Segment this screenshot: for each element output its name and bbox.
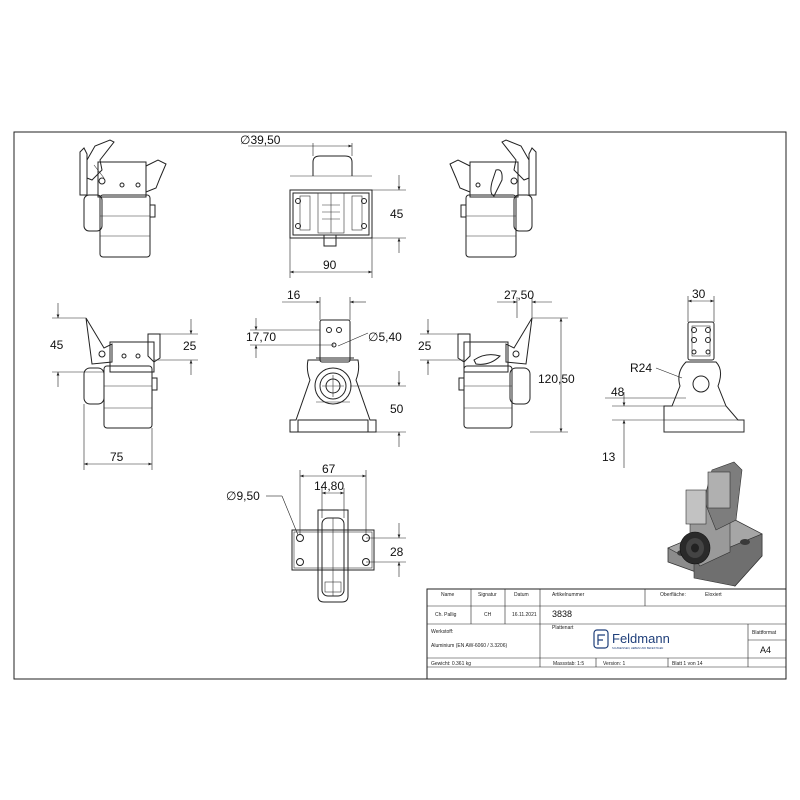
dim-front-50: 50 <box>390 402 404 416</box>
view-side-left-top <box>79 139 167 258</box>
dim-end-30: 30 <box>692 287 706 301</box>
dim-front-dia540: ∅5,40 <box>368 330 402 344</box>
dim-top-height: 45 <box>390 207 404 221</box>
tb-h-oberflaeche: Oberfläche: <box>660 592 686 598</box>
view-top <box>289 155 373 247</box>
tb-signatur: CH <box>484 612 492 618</box>
dim-right-2750: 27,50 <box>504 288 534 302</box>
dims-left-middle: 45 25 75 <box>50 303 198 470</box>
logo-tagline: SCHWEISSEN, HEBEN UND BEFESTIGEN <box>612 646 663 650</box>
tb-blattformat: A4 <box>760 645 771 655</box>
tb-blatt: Blatt 1 von 14 <box>672 661 703 667</box>
dim-top-width: 90 <box>323 258 337 272</box>
dim-bottom-67: 67 <box>322 462 336 476</box>
dim-bottom-1480: 14,80 <box>314 479 344 493</box>
dim-end-13: 13 <box>602 450 616 464</box>
view-side-right-middle <box>457 317 533 429</box>
tb-h-datum: Datum <box>514 592 529 598</box>
tb-h-plattenart: Plattenart <box>552 625 574 631</box>
tb-version: Version: 1 <box>603 661 625 667</box>
feldmann-logo: Feldmann SCHWEISSEN, HEBEN UND BEFESTIGE… <box>593 629 670 650</box>
tb-h-werkstoff: Werkstoff: <box>431 629 453 635</box>
dims-bottom: 67 14,80 ∅9,50 28 <box>226 462 406 577</box>
tb-datum: 16.11.2021 <box>512 612 537 618</box>
tb-h-artikel: Artikelnummer <box>552 592 585 598</box>
view-front <box>289 319 377 433</box>
dim-right-25: 25 <box>418 339 432 353</box>
dim-left-75: 75 <box>110 450 124 464</box>
tb-gewicht: Gewicht: 0.361 kg <box>431 661 471 667</box>
tb-h-name: Name <box>441 592 455 598</box>
view-side-left-middle <box>83 317 161 429</box>
tb-h-signatur: Signatur <box>478 592 497 598</box>
dims-top: ∅39,50 45 90 <box>240 133 406 278</box>
dim-end-r24: R24 <box>630 361 652 375</box>
drawing-frame <box>13 131 787 680</box>
tb-massstab: Massstab: 1:5 <box>553 661 584 667</box>
tb-artikelnummer: 3838 <box>552 609 572 619</box>
logo-text: Feldmann <box>612 631 670 646</box>
dims-end: 30 R24 48 13 <box>602 287 715 468</box>
dim-front-1770: 17,70 <box>246 330 276 344</box>
dim-left-25: 25 <box>183 339 197 353</box>
dim-left-45: 45 <box>50 338 64 352</box>
view-bottom <box>291 509 375 603</box>
dim-end-48: 48 <box>611 385 625 399</box>
title-block: Name Signatur Datum Artikelnummer Oberfl… <box>426 588 787 680</box>
dim-bottom-28: 28 <box>390 545 404 559</box>
tb-werkstoff: Aluminium (EN AW-6060 / 3.3206) <box>431 643 507 649</box>
tb-h-blattformat: Blattformat <box>752 630 777 636</box>
dims-right-middle: 27,50 25 120,50 <box>418 288 575 433</box>
dim-right-12050: 120,50 <box>538 372 575 386</box>
dim-top-diameter: ∅39,50 <box>240 133 281 147</box>
view-isometric <box>667 461 763 587</box>
tb-oberflaeche: Eloxiert <box>705 592 722 598</box>
view-side-right-top <box>449 139 537 258</box>
dim-front-16: 16 <box>287 288 301 302</box>
dim-bottom-dia950: ∅9,50 <box>226 489 260 503</box>
dims-front: 16 17,70 ∅5,40 50 <box>246 288 406 447</box>
view-end <box>663 321 745 433</box>
tb-name: Ch. Pallig <box>435 612 457 618</box>
